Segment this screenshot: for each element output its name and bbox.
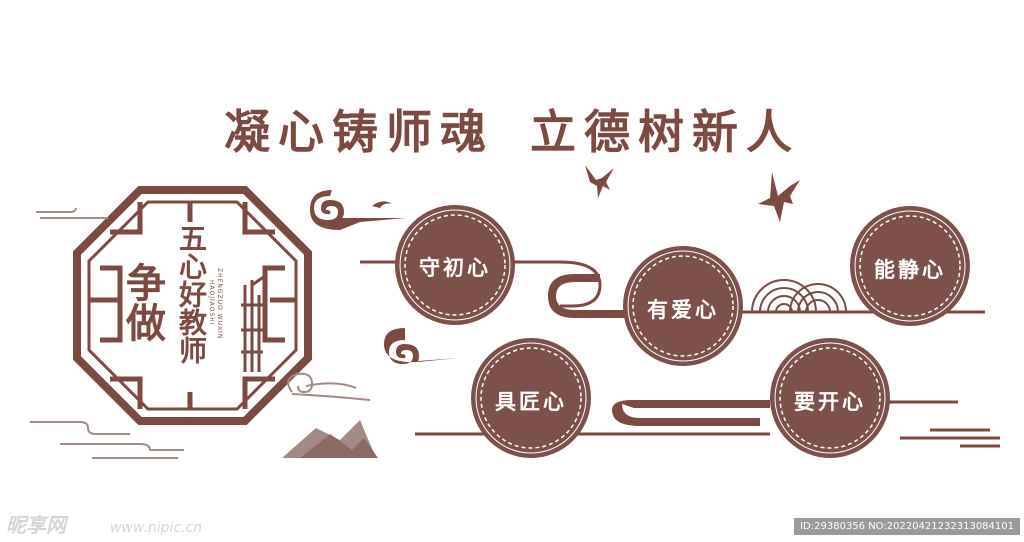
bird-icon — [585, 165, 614, 198]
title-right: 立德树新人 — [530, 105, 800, 159]
medal-label-shou: 守初心 — [419, 255, 491, 280]
medal-label-neng: 能静心 — [874, 257, 946, 282]
medal-circles — [395, 205, 970, 458]
wave-decor — [30, 207, 184, 459]
lattice-window — [73, 186, 312, 425]
cloud-icon — [287, 372, 371, 401]
wave-decor — [900, 428, 1000, 448]
page-title: 凝心铸师魂立德树新人 — [0, 96, 1024, 162]
watermark-url: www.nipic.cn — [110, 520, 203, 536]
watermark-footer: 昵享网 www.nipic.cn ID:29380356 NO:20220421… — [0, 513, 1024, 542]
plaque-sub-text: 五心好教师 — [175, 224, 208, 364]
cloud-icon — [384, 328, 458, 364]
mountain-decor — [282, 420, 378, 458]
arch-decor — [751, 279, 847, 313]
flow-band — [548, 274, 630, 318]
plaque-main-text: 争做 — [119, 262, 166, 342]
flow-band — [612, 400, 770, 426]
bird-icon — [758, 172, 800, 222]
plaque-pinyin-1: ZHENGZUO WUXIN — [216, 268, 223, 340]
plaque-pinyin-2: HAOJIAOSHI — [208, 280, 215, 326]
medal-label-ju: 具匠心 — [495, 389, 567, 414]
medal-label-yao: 要开心 — [794, 389, 866, 414]
watermark-logo: 昵享网 — [6, 513, 66, 537]
cloud-icon — [310, 190, 406, 230]
medal-label-you: 有爱心 — [647, 297, 719, 322]
title-left: 凝心铸师魂 — [224, 105, 494, 159]
watermark-id: ID:29380356 NO:20220421232313084101 — [794, 518, 1020, 535]
